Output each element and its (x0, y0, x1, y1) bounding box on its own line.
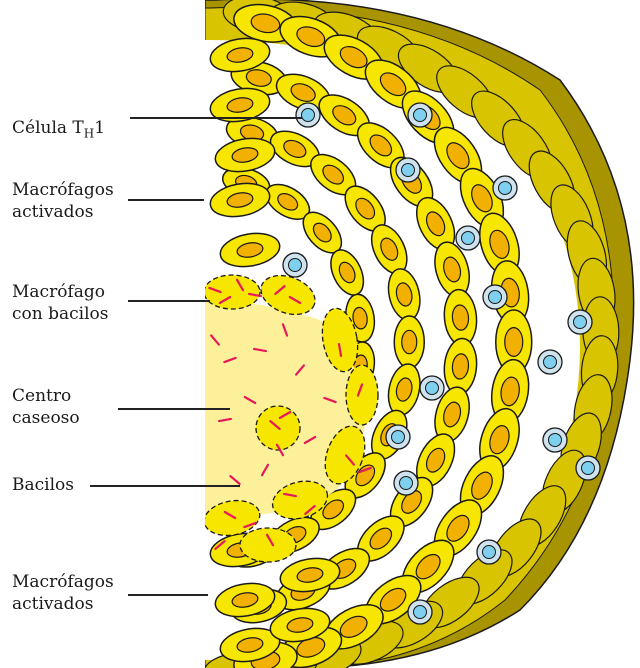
activated-macrophage (394, 316, 424, 368)
leader-macrophage-with-bacilli (128, 300, 210, 302)
label-th1-cell: Célula TH1 (12, 117, 105, 144)
leader-bacilli (90, 485, 240, 487)
granuloma-group (201, 0, 633, 668)
th1-cell (543, 428, 567, 452)
label-activated-macrophages-top: Macrófagos activados (12, 179, 114, 223)
macrophage-with-bacilli (346, 365, 378, 425)
label-caseous-center: Centro caseoso (12, 385, 80, 429)
th1-cell (396, 158, 420, 182)
th1-cell (538, 350, 562, 374)
leader-activated-macrophages-top (128, 199, 204, 201)
leader-th1-cell (130, 117, 302, 119)
label-bacilli: Bacilos (12, 474, 74, 496)
th1-cell (456, 226, 480, 250)
leader-activated-macrophages-bottom (128, 594, 208, 596)
label-activated-macrophages-bottom: Macrófagos activados (12, 571, 114, 615)
th1-cell (420, 376, 444, 400)
th1-cell (576, 456, 600, 480)
leader-caseous-center (118, 408, 230, 410)
th1-cell (283, 253, 307, 277)
macrophage-with-bacilli (240, 528, 296, 562)
th1-cell (483, 285, 507, 309)
th1-cell (477, 540, 501, 564)
th1-cell (493, 176, 517, 200)
th1-cell (408, 600, 432, 624)
th1-cell (408, 103, 432, 127)
th1-cell (568, 310, 592, 334)
th1-cell (386, 425, 410, 449)
th1-cell (394, 471, 418, 495)
label-macrophage-with-bacilli: Macrófago con bacilos (12, 281, 108, 325)
macrophage-with-bacilli (204, 275, 260, 309)
th1-cell (296, 103, 320, 127)
